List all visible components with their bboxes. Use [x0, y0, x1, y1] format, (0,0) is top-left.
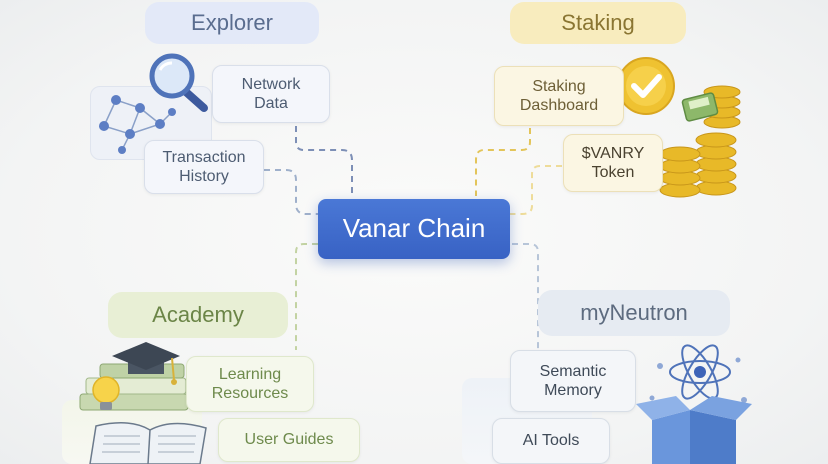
myneutron-item-ai-tools[interactable]: AI Tools [492, 418, 610, 464]
network-graph-icon [99, 95, 176, 154]
open-box-icon [636, 396, 752, 464]
connector-myneutron [512, 243, 539, 350]
explorer-label[interactable]: Explorer [145, 2, 319, 44]
myneutron-item-semantic-memory[interactable]: Semantic Memory [510, 350, 636, 412]
connector-explorer-history [264, 169, 318, 215]
connector-staking-token [510, 165, 562, 215]
connector-academy [295, 243, 318, 350]
staking-item-vanry-token[interactable]: $VANRY Token [563, 134, 663, 192]
atom-icon [669, 344, 731, 400]
wallet-icon [681, 92, 719, 122]
center-node[interactable]: Vanar Chain [318, 199, 510, 259]
checkmark-badge-icon [617, 57, 675, 115]
staking-item-dashboard[interactable]: Staking Dashboard [494, 66, 624, 126]
connector-explorer-network [295, 126, 353, 196]
graduation-cap-icon [112, 342, 180, 385]
connector-staking [475, 128, 531, 196]
academy-item-learning-resources[interactable]: Learning Resources [186, 356, 314, 412]
staking-label[interactable]: Staking [510, 2, 686, 44]
lightbulb-icon [92, 376, 120, 410]
academy-label[interactable]: Academy [108, 292, 288, 338]
magnifier-icon [149, 53, 208, 112]
explorer-item-network-data[interactable]: Network Data [212, 65, 330, 123]
explorer-item-transaction-history[interactable]: Transaction History [144, 140, 264, 194]
academy-item-user-guides[interactable]: User Guides [218, 418, 360, 462]
open-book-icon [89, 422, 207, 464]
myneutron-label[interactable]: myNeutron [538, 290, 730, 336]
